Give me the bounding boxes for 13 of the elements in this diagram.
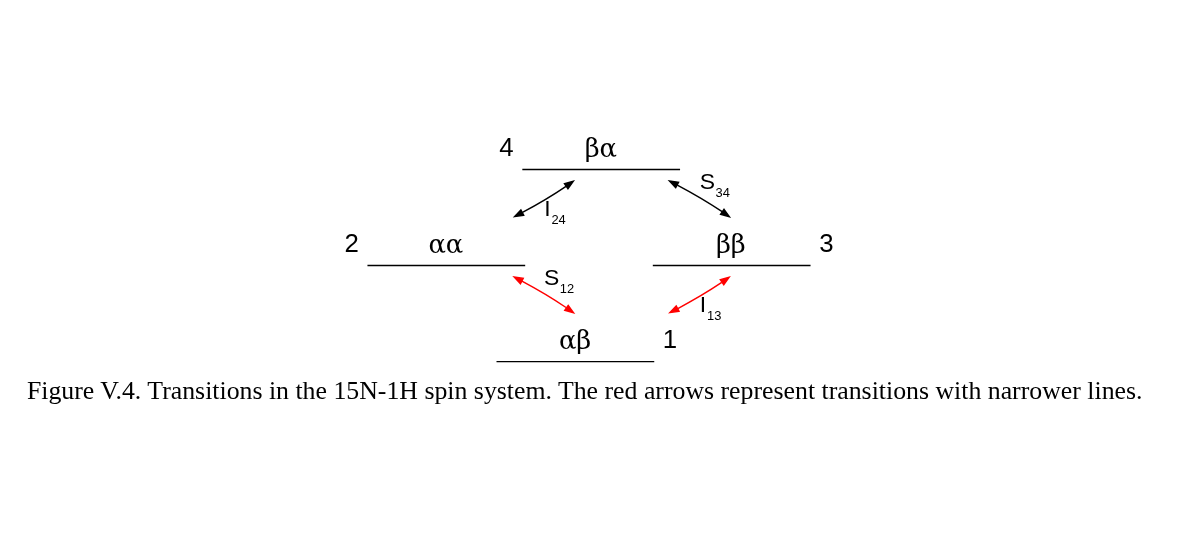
edge-label: S$_{12}$ <box>543 264 575 296</box>
edge-label: I$_{13}$ <box>699 291 722 323</box>
caption: Figure V.4. Transitions in the 15N-1H spin system. The red arrows represent transitions with narrower lines. <box>26 376 1143 406</box>
arrow <box>667 180 732 218</box>
arrow <box>512 276 576 314</box>
edge-label: S$_{34}$ <box>699 168 730 200</box>
node-text: αβ 1 <box>558 324 678 356</box>
arrow <box>512 180 576 218</box>
arrow <box>668 276 731 314</box>
node-text: 2 αα <box>344 228 464 260</box>
edge-label: I$_{24}$ <box>544 195 566 227</box>
node-text: 4 βα <box>499 132 618 164</box>
node-text: ββ 3 <box>715 228 834 260</box>
